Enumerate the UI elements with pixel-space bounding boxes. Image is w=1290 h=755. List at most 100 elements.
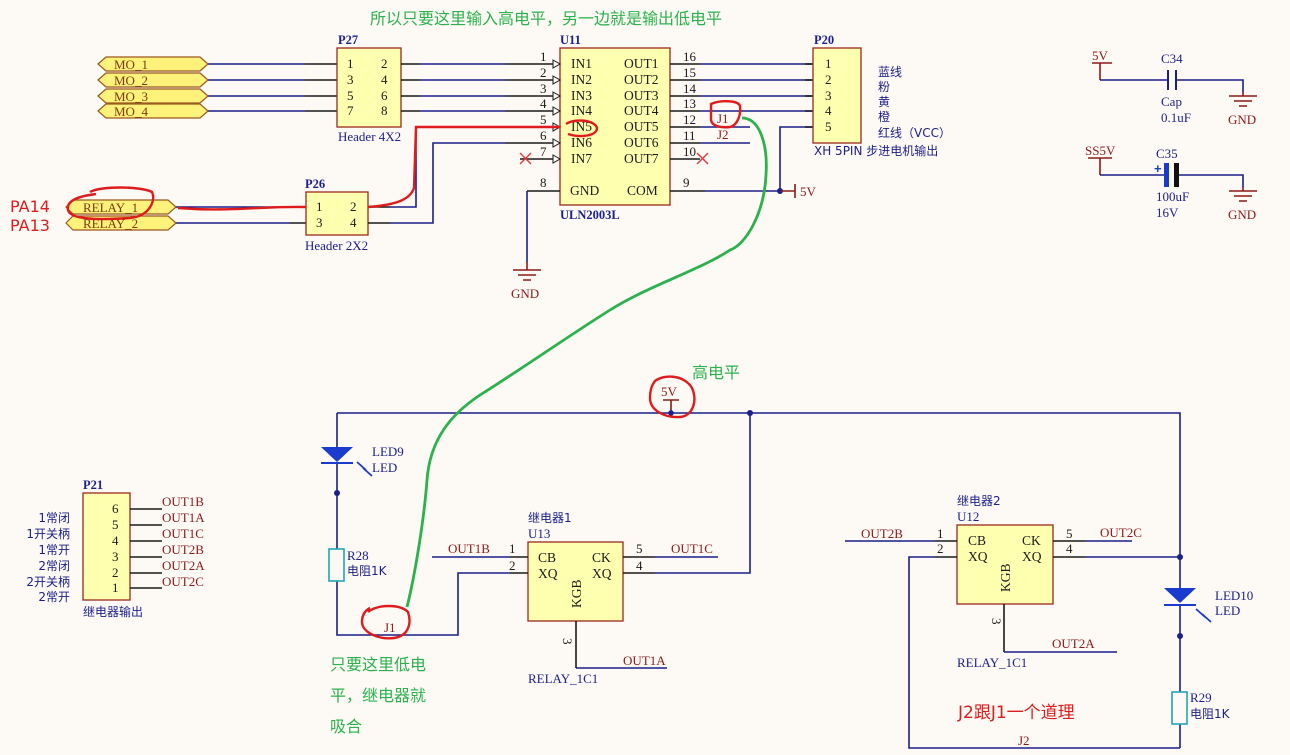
svg-text:4: 4 xyxy=(1066,541,1073,556)
svg-text:CB: CB xyxy=(538,550,556,565)
red-circle-j1-relay xyxy=(360,604,411,640)
port-mo-2[interactable]: MO_2 xyxy=(97,72,209,88)
svg-text:1: 1 xyxy=(112,580,119,595)
svg-text:2常开: 2常开 xyxy=(38,590,70,604)
svg-text:3: 3 xyxy=(112,549,119,564)
svg-text:4: 4 xyxy=(381,72,388,87)
svg-text:R28: R28 xyxy=(347,548,369,563)
svg-text:OUT2A: OUT2A xyxy=(162,558,205,573)
svg-text:MO_2: MO_2 xyxy=(114,73,148,88)
light-emission-icon xyxy=(356,461,373,477)
svg-text:6: 6 xyxy=(381,88,388,103)
p27-left-pins xyxy=(305,63,337,112)
led-led9[interactable]: LED9 LED xyxy=(321,413,404,493)
svg-text:CB: CB xyxy=(968,533,986,548)
svg-text:1常开: 1常开 xyxy=(38,543,70,557)
port-mo-3[interactable]: MO_3 xyxy=(97,88,209,104)
relay-u13[interactable]: 继电器1 U13 CB XQ CK XQ KGB RELAY_1C1 xyxy=(527,511,624,686)
svg-text:OUT3: OUT3 xyxy=(624,88,659,103)
svg-text:LED: LED xyxy=(372,460,397,475)
capacitor-c34[interactable]: 5V C34 Cap 0.1uF GND xyxy=(1092,48,1257,127)
svg-text:粉: 粉 xyxy=(878,80,890,94)
port-mo-1[interactable]: MO_1 xyxy=(97,56,209,72)
svg-text:16V: 16V xyxy=(1156,205,1179,220)
mo-wires xyxy=(208,63,305,112)
relay1-right-wires xyxy=(655,413,751,574)
low-note-line-1: 只要这里低电 xyxy=(330,655,426,674)
svg-text:IN2: IN2 xyxy=(571,72,592,87)
svg-text:1: 1 xyxy=(316,199,323,214)
gnd-symbol-icon: GND xyxy=(511,262,541,301)
j2-wire xyxy=(908,556,1180,749)
relay-u12[interactable]: 继电器2 U12 CB XQ CK XQ KGB RELAY_1C1 xyxy=(956,494,1054,670)
svg-text:3: 3 xyxy=(560,638,575,645)
svg-text:OUT1B: OUT1B xyxy=(448,541,490,556)
svg-text:LED9: LED9 xyxy=(372,444,404,459)
resistor-r29[interactable]: R29 电阻1K xyxy=(1171,636,1231,748)
junction-dot xyxy=(668,410,674,416)
svg-text:MO_3: MO_3 xyxy=(114,89,148,104)
svg-text:1: 1 xyxy=(937,526,944,541)
power-5v-icon xyxy=(780,184,796,198)
svg-text:6: 6 xyxy=(112,501,119,516)
svg-text:P27: P27 xyxy=(338,33,358,47)
svg-text:5: 5 xyxy=(636,541,643,556)
low-note-line-3: 吸合 xyxy=(330,717,362,736)
port-mo-4[interactable]: MO_4 xyxy=(97,103,209,119)
resistor-r28[interactable]: R28 电阻1K xyxy=(328,493,510,636)
ic-u11[interactable]: U11 IN1 IN2 IN3 IN4 IN5 IN6 IN7 OUT1 OUT… xyxy=(559,33,671,222)
capacitor-c35[interactable]: SS5V + C35 100uF 16V GND xyxy=(1085,143,1257,222)
svg-text:100uF: 100uF xyxy=(1156,189,1189,204)
svg-text:4: 4 xyxy=(112,533,119,548)
svg-text:1常闭: 1常闭 xyxy=(38,511,70,525)
svg-text:U13: U13 xyxy=(528,526,550,541)
5v-rail-wire xyxy=(337,412,1181,555)
u11-output-pins xyxy=(670,63,700,160)
svg-text:OUT6: OUT6 xyxy=(624,135,659,150)
svg-text:OUT1A: OUT1A xyxy=(623,653,666,668)
light-emission-icon xyxy=(1195,608,1212,623)
header-p27[interactable]: P27 1 3 5 7 2 4 6 8 Header 4X2 xyxy=(336,33,402,144)
j2-note: J2跟J1一个道理 xyxy=(957,703,1075,723)
com-wire xyxy=(705,126,813,192)
u11-pin-1: 1 xyxy=(540,49,547,64)
port-relay-1[interactable]: RELAY_1 xyxy=(65,199,177,215)
svg-text:SS5V: SS5V xyxy=(1085,143,1116,158)
svg-text:3: 3 xyxy=(989,618,1004,625)
svg-text:1: 1 xyxy=(347,56,354,71)
connector-p20[interactable]: P20 1 2 3 4 5 蓝线 粉 黄 橙 红线（VCC） XH 5PIN 步… xyxy=(812,33,951,158)
p27-right-pins xyxy=(401,63,420,112)
svg-text:5V: 5V xyxy=(1092,48,1109,63)
connector-p21[interactable]: P21 6 5 4 3 2 1 OUT1B OUT1A OUT1C OUT2B … xyxy=(26,478,205,619)
low-note-line-2: 平，继电器就 xyxy=(330,686,426,705)
svg-text:RELAY_1C1: RELAY_1C1 xyxy=(957,655,1027,670)
svg-text:RELAY_1C1: RELAY_1C1 xyxy=(528,671,598,686)
svg-text:C34: C34 xyxy=(1161,51,1183,66)
net-label-j1: J1 xyxy=(717,111,729,126)
p26-left-pins xyxy=(290,206,306,224)
led-led10[interactable]: LED10 LED xyxy=(1164,557,1253,636)
svg-text:4: 4 xyxy=(636,558,643,573)
svg-text:XQ: XQ xyxy=(592,566,612,581)
svg-text:3: 3 xyxy=(825,88,832,103)
u11-pin-11: 11 xyxy=(683,128,696,143)
gnd-symbol-icon xyxy=(1229,92,1257,107)
svg-text:LED10: LED10 xyxy=(1215,588,1253,603)
mo-ports: MO_1 MO_2 MO_3 MO_4 xyxy=(97,56,209,119)
svg-text:4: 4 xyxy=(825,103,832,118)
u11-input-arrows xyxy=(552,59,562,164)
pa13-label: PA13 xyxy=(10,216,50,235)
svg-text:XQ: XQ xyxy=(968,549,988,564)
relay1-pins xyxy=(510,556,655,574)
svg-text:COM: COM xyxy=(627,183,658,198)
svg-text:1开关柄: 1开关柄 xyxy=(26,527,70,541)
svg-text:2: 2 xyxy=(350,199,357,214)
svg-text:MO_1: MO_1 xyxy=(114,57,148,72)
u11-pin-13: 13 xyxy=(683,96,696,111)
svg-text:IN5: IN5 xyxy=(571,119,592,134)
svg-text:IN6: IN6 xyxy=(571,135,592,150)
svg-text:IN3: IN3 xyxy=(571,88,592,103)
header-p26[interactable]: P26 1 3 2 4 Header 2X2 xyxy=(305,177,369,253)
u11-pin-16: 16 xyxy=(683,49,697,64)
